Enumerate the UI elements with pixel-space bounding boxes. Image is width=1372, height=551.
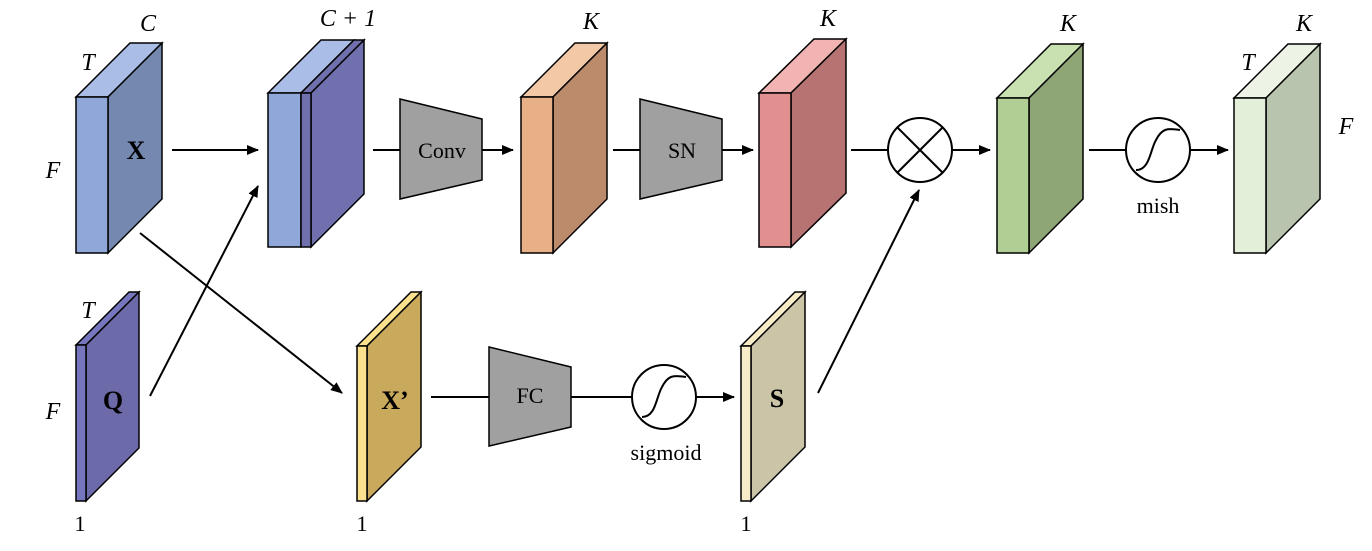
conv-label: Conv bbox=[418, 138, 466, 163]
input-x-block: X C T F bbox=[45, 11, 164, 255]
output-front bbox=[1233, 97, 1267, 254]
sn-output-channels: K bbox=[819, 6, 838, 32]
mul-output-front bbox=[996, 97, 1030, 254]
concat-channels: C + 1 bbox=[320, 6, 376, 32]
fc-label: FC bbox=[517, 383, 544, 408]
input-x-front bbox=[75, 96, 109, 254]
output-channels: K bbox=[1295, 11, 1314, 37]
output-freq: F bbox=[1338, 114, 1354, 140]
xprime-width: 1 bbox=[357, 511, 368, 536]
fc-shape bbox=[488, 346, 572, 447]
q-front bbox=[75, 344, 87, 502]
sigmoid-label: sigmoid bbox=[631, 440, 702, 465]
conv-output-channels: K bbox=[582, 9, 601, 35]
sn-output-front bbox=[758, 92, 792, 248]
conv-output-front bbox=[520, 96, 554, 254]
output-block: K T F bbox=[1232, 11, 1354, 255]
q-time: T bbox=[81, 298, 96, 324]
sn-output-block: K bbox=[757, 6, 848, 249]
concat-front-x bbox=[267, 92, 302, 248]
input-x-freq: F bbox=[45, 158, 61, 184]
sigmoid-curve-icon: sigmoid bbox=[631, 364, 702, 465]
xprime-block: X’ 1 bbox=[355, 290, 423, 536]
fc-op: FC bbox=[488, 346, 572, 447]
s-width: 1 bbox=[741, 511, 752, 536]
xprime-front bbox=[356, 345, 368, 502]
mish-label: mish bbox=[1137, 193, 1180, 218]
input-x-name: X bbox=[127, 136, 146, 165]
conv-shape bbox=[399, 98, 483, 200]
q-freq: F bbox=[45, 399, 61, 425]
xprime-name: X’ bbox=[381, 386, 408, 415]
q-block: Q T F 1 bbox=[45, 290, 141, 536]
mish-icon: mish bbox=[1125, 117, 1191, 218]
q-width: 1 bbox=[75, 511, 86, 536]
s-block: S 1 bbox=[739, 290, 807, 536]
arrow-q-to-concat bbox=[149, 185, 259, 397]
concat-block: C + 1 bbox=[266, 6, 376, 249]
concat-front-q bbox=[300, 92, 312, 248]
s-name: S bbox=[770, 384, 784, 413]
mul-output-channels: K bbox=[1059, 11, 1078, 37]
input-x-channels: C bbox=[140, 11, 157, 37]
output-time: T bbox=[1241, 50, 1256, 76]
sn-label: SN bbox=[668, 138, 696, 163]
sn-shape bbox=[639, 98, 723, 200]
q-name: Q bbox=[103, 386, 123, 415]
mul-output-block: K bbox=[995, 11, 1085, 255]
conv-op: Conv bbox=[399, 98, 483, 200]
sn-op: SN bbox=[639, 98, 723, 200]
arrow-s-to-multiply bbox=[817, 189, 920, 394]
s-front bbox=[740, 345, 752, 502]
circle-times-icon bbox=[887, 117, 953, 183]
arrow-x-to-xprime bbox=[139, 232, 343, 394]
input-x-time: T bbox=[81, 50, 96, 76]
conv-output-block: K bbox=[519, 9, 609, 255]
